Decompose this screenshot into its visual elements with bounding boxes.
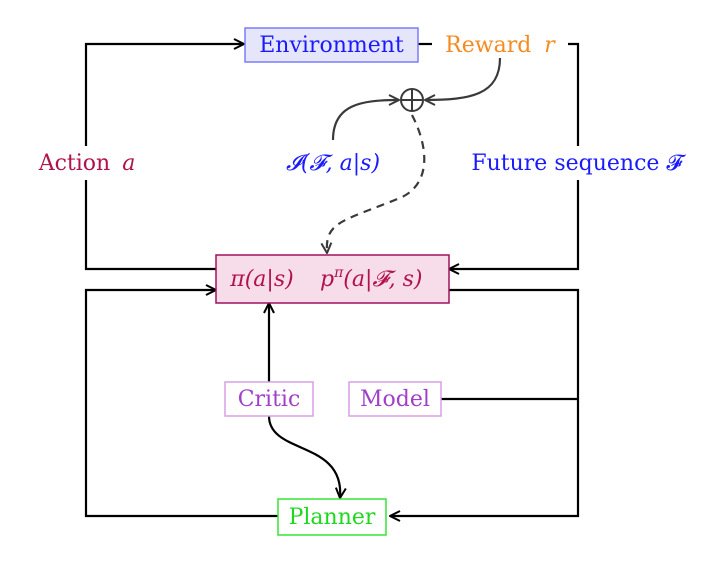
policy-box [215, 254, 450, 304]
sum-edge-to-policy [327, 114, 426, 253]
policy-pi-label: π(a|s) [229, 267, 293, 292]
environment-box [244, 27, 419, 63]
policy-p-main: p [320, 267, 334, 292]
information-edge-to-sum [331, 100, 399, 141]
policy-edge-to-planner [390, 288, 580, 516]
planner-label: Planner [289, 505, 376, 530]
reward-label: Reward r [445, 33, 556, 58]
action-word: Action [38, 151, 111, 176]
critic-box [224, 381, 314, 417]
planner-edge-to-policy [84, 290, 278, 518]
future-sequence-label: Future sequence 𝓕 [471, 151, 686, 176]
action-label: Action a [38, 151, 136, 176]
reward-edge-to-sum [425, 57, 502, 100]
model-label: Model [360, 387, 430, 412]
policy-p-sup: π [333, 265, 344, 281]
environment-label: Environment [259, 33, 404, 58]
policy-p-rest: (a|𝓕, s) [343, 267, 422, 292]
planner-box [277, 498, 387, 536]
action-symbol: a [122, 151, 135, 176]
policy-p-label: pπ(a|𝓕, s) [320, 265, 423, 292]
information-label: 𝓘(𝓕, a|s) [286, 151, 380, 176]
reward-word: Reward [445, 33, 531, 58]
critic-edge-to-planner [267, 415, 340, 498]
model-box [348, 381, 442, 417]
critic-label: Critic [238, 387, 301, 412]
reward-symbol: r [544, 33, 556, 58]
